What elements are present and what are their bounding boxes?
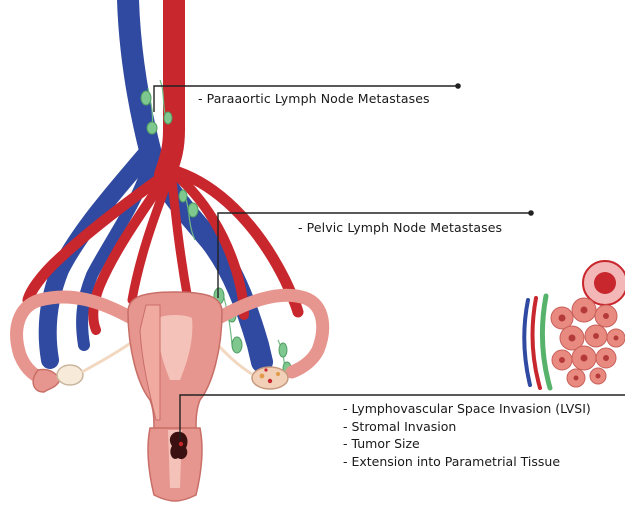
lymph-node — [164, 112, 172, 124]
lymph-node — [188, 203, 198, 217]
ovary-follicle — [276, 372, 280, 376]
pelvic-leader-dot — [528, 210, 534, 216]
artery-network — [28, 0, 298, 330]
tumor-size-item: - Tumor Size — [343, 435, 591, 453]
right-ovary — [252, 367, 288, 389]
pelvic-lymph-node-label: - Pelvic Lymph Node Metastases — [298, 220, 502, 235]
tumor-cell-cluster — [551, 298, 625, 387]
tumor-focus — [179, 442, 183, 446]
inset-vessel-green — [543, 296, 550, 388]
inset-vessel-blue — [524, 300, 530, 385]
uterus-illustration — [17, 292, 323, 501]
lymph-node — [147, 122, 157, 134]
ovary-follicle — [268, 379, 272, 383]
left-fimbriae — [33, 369, 60, 392]
parametrial-extension-item: - Extension into Parametrial Tissue — [343, 453, 591, 471]
lymph-node — [232, 337, 242, 353]
cervical-tumor — [170, 432, 188, 459]
aorta — [165, 0, 174, 175]
local-risk-factor-list: - Lymphovascular Space Invasion (LVSI) -… — [343, 400, 591, 470]
ovary-follicle — [264, 368, 267, 371]
ovary-follicle — [260, 374, 265, 379]
inset-cell-nucleus — [594, 272, 616, 294]
paraaortic-leader-dot — [455, 83, 461, 89]
lymph-node — [279, 343, 287, 357]
inset-vessel-red — [533, 298, 540, 388]
left-ovary — [57, 365, 83, 385]
lvsi-inset — [524, 261, 625, 388]
stromal-invasion-item: - Stromal Invasion — [343, 418, 591, 436]
lymph-node — [179, 190, 187, 202]
lvsi-item: - Lymphovascular Space Invasion (LVSI) — [343, 400, 591, 418]
paraaortic-lymph-node-label: - Paraaortic Lymph Node Metastases — [198, 91, 430, 106]
lymph-node — [141, 91, 151, 105]
